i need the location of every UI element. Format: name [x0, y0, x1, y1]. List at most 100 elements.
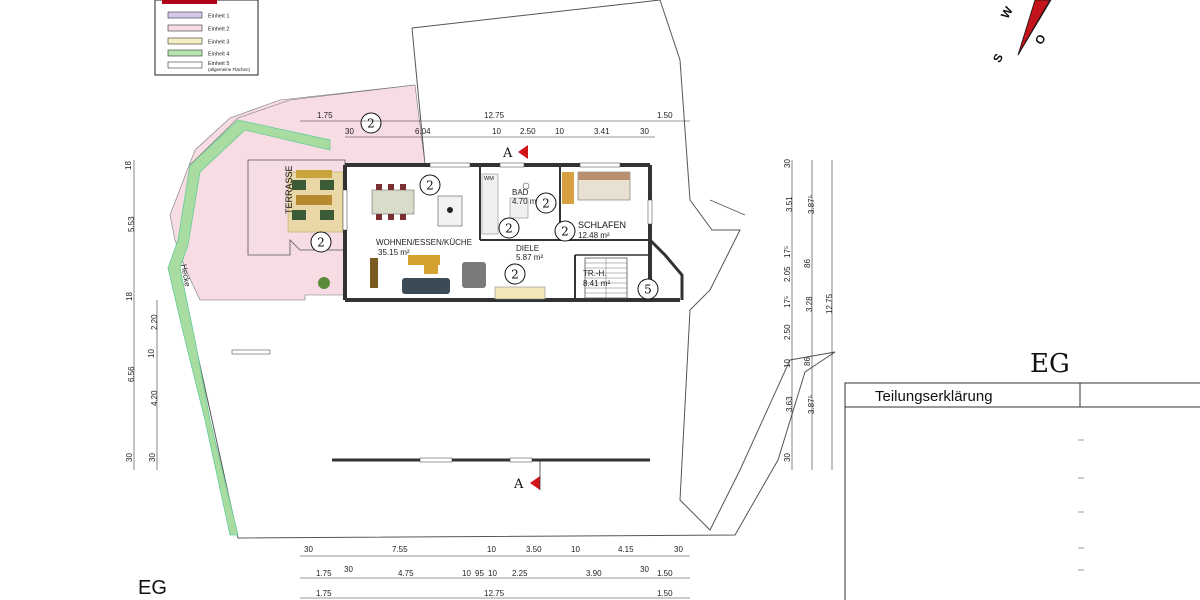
- dim-label: 30: [125, 453, 134, 462]
- svg-text:2: 2: [367, 117, 375, 131]
- dim-label: 1.75: [316, 589, 332, 598]
- room-wm-label: WM: [484, 176, 494, 182]
- room-wohnen-name: WOHNEN/ESSEN/KÜCHE: [376, 238, 472, 247]
- dim-label: 30: [640, 565, 649, 574]
- unit-marker: 2: [419, 174, 441, 196]
- dim-label: 10: [462, 569, 471, 578]
- unit-marker: 2: [498, 217, 520, 239]
- svg-text:2: 2: [511, 268, 519, 282]
- legend-item-sublabel: (allgemeine Flächen): [208, 67, 251, 72]
- svg-text:2: 2: [505, 222, 513, 236]
- legend-item-5: Einheit 5 (allgemeine Flächen): [167, 61, 251, 72]
- section-marker-bottom: A: [513, 460, 541, 492]
- dim-label: 30: [148, 453, 157, 462]
- dimensions-left: 18 5.53 18 6.56 30 2.20 10 4.20 30: [124, 160, 159, 470]
- dim-label: 18: [125, 292, 134, 301]
- furniture: [318, 171, 631, 294]
- dim-label: 1.75: [317, 111, 333, 120]
- dim-label: 5.53: [127, 216, 136, 232]
- unit-marker: 2: [554, 220, 576, 242]
- legend-item-label: Einheit 3: [208, 40, 229, 46]
- room-labels: WOHNEN/ESSEN/KÜCHE 35.15 m² BAD 4.70 m² …: [376, 176, 626, 288]
- dim-label: 2.25: [512, 569, 528, 578]
- dim-label: 10: [488, 569, 497, 578]
- dim-label: 2.50: [520, 127, 536, 136]
- svg-text:A: A: [513, 477, 524, 492]
- dim-label: 2.50: [783, 324, 792, 340]
- plot-boundary: [167, 0, 836, 539]
- dim-label: 1.50: [657, 111, 673, 120]
- hedge: Hecke: [167, 84, 416, 536]
- compass-rose: S W O: [990, 0, 1052, 65]
- dim-label: 3.87⁵: [807, 195, 816, 214]
- room-trh-name: TR.-H.: [583, 269, 607, 278]
- legend-item-3: Einheit 3: [167, 37, 229, 46]
- dim-label: 10: [487, 545, 496, 554]
- dim-label: 4.15: [618, 545, 634, 554]
- legend-item-label: Einheit 1: [208, 14, 229, 20]
- dim-label: 6.04: [415, 127, 431, 136]
- dim-label: 1.75: [316, 569, 332, 578]
- dim-label: 86: [803, 259, 812, 268]
- svg-text:2: 2: [542, 197, 550, 211]
- room-diele-name: DIELE: [516, 244, 539, 253]
- dim-label: 12.75: [484, 589, 505, 598]
- dim-label: 12.75: [484, 111, 505, 120]
- dim-label: 3.41: [594, 127, 610, 136]
- legend-item-label: Einheit 2: [208, 27, 229, 33]
- dim-label: 30: [674, 545, 683, 554]
- dim-label: 3.63: [785, 396, 794, 412]
- section-marker-top: A: [502, 145, 528, 161]
- svg-text:2: 2: [561, 225, 569, 239]
- dim-label: 4.75: [398, 569, 414, 578]
- dim-label: 10: [147, 349, 156, 358]
- room-diele-area: 5.87 m²: [516, 253, 543, 262]
- dim-label: 4.20: [150, 390, 159, 406]
- unit-markers: 2 2 2 2 2 2 2 5: [310, 112, 659, 300]
- svg-text:5: 5: [644, 283, 652, 297]
- dim-label: 95: [475, 569, 484, 578]
- hedge-label: Hecke: [179, 263, 192, 287]
- compass-letter-o: O: [1032, 32, 1049, 47]
- room-schlafen-name: SCHLAFEN: [578, 220, 626, 230]
- unit-marker: 2: [504, 263, 526, 285]
- dim-label: 3.51: [785, 196, 794, 212]
- room-bad-area: 4.70 m²: [512, 197, 539, 206]
- legend: Einheit 1 Einheit 2 Einheit 3 Einheit 4 …: [154, 0, 259, 76]
- compass-letter-w: W: [998, 4, 1016, 21]
- legend-item-2: Einheit 2: [167, 24, 229, 33]
- terrace-label: TERRASSE: [284, 165, 294, 214]
- title-block-title: Teilungserklärung: [875, 388, 993, 405]
- dim-label: 2.20: [150, 314, 159, 330]
- room-schlafen-area: 12.48 m²: [578, 231, 610, 240]
- dim-label: 6.56: [127, 366, 136, 382]
- room-bad-name: BAD: [512, 188, 529, 197]
- dimensions-right: 30 3.51 17⁵ 2.05 17⁵ 2.50 10 3.63 30 3.8…: [783, 159, 834, 470]
- dim-label: 3.90: [586, 569, 602, 578]
- compass-letter-s: S: [990, 51, 1006, 65]
- title-block: EG Teilungserklärung: [844, 349, 1200, 600]
- dim-label: 2.05: [783, 266, 792, 282]
- south-wall: [231, 349, 650, 463]
- legend-item-1: Einheit 1: [167, 11, 229, 20]
- legend-item-label: Einheit 4: [208, 52, 229, 58]
- dim-label: 10: [492, 127, 501, 136]
- dim-label: 18: [124, 161, 133, 170]
- dim-label: 3.28: [805, 296, 814, 312]
- dimensions-bottom: 30 7.55 10 3.50 10 4.15 30 1.75 30 4.75 …: [300, 545, 690, 599]
- dim-label: 10: [555, 127, 564, 136]
- room-trh-area: 8.41 m²: [583, 279, 610, 288]
- dim-label: 30: [783, 159, 792, 168]
- unit-marker: 2: [310, 231, 332, 253]
- legend-item-4: Einheit 4: [167, 49, 229, 58]
- legend-item-label: Einheit 5: [208, 61, 229, 67]
- dim-label: 86: [803, 357, 812, 366]
- room-wohnen-area: 35.15 m²: [378, 248, 410, 257]
- unit-marker: 2: [360, 112, 382, 134]
- dim-label: 1.50: [657, 569, 673, 578]
- dim-label: 17⁵: [783, 246, 792, 258]
- dim-label: 10: [571, 545, 580, 554]
- dim-label: 1.50: [657, 589, 673, 598]
- dim-label: 30: [783, 453, 792, 462]
